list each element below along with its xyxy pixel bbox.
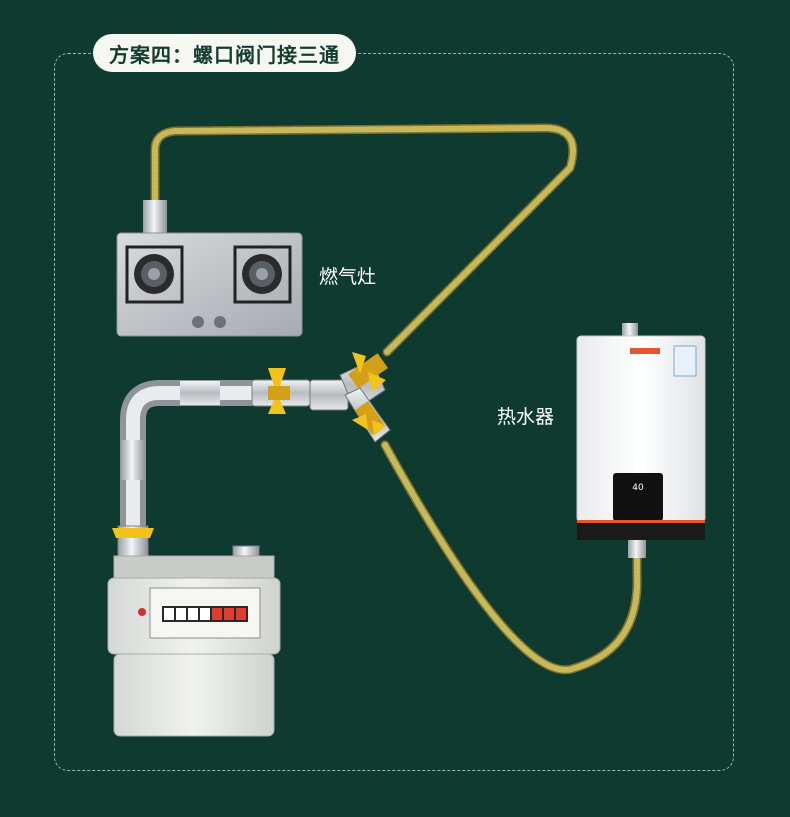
burner-right [233, 245, 292, 304]
stove-label: 燃气灶 [319, 266, 377, 288]
water-heater: 40 [576, 323, 706, 558]
gas-stove [116, 200, 303, 337]
stove-branch-valve [348, 352, 388, 392]
gas-meter [107, 545, 281, 737]
heater-label: 热水器 [497, 406, 555, 428]
main-valve [251, 368, 311, 414]
burner-left [125, 245, 184, 304]
svg-text:40: 40 [632, 483, 644, 493]
gas-pipe [120, 380, 255, 560]
heater-hose [380, 440, 642, 675]
page-title: 方案四：螺口阀门接三通 [93, 34, 356, 72]
stove-hose [150, 123, 578, 357]
meter-valve [112, 525, 154, 557]
heater-branch-valve [352, 401, 386, 436]
dashed-frame [54, 53, 734, 771]
